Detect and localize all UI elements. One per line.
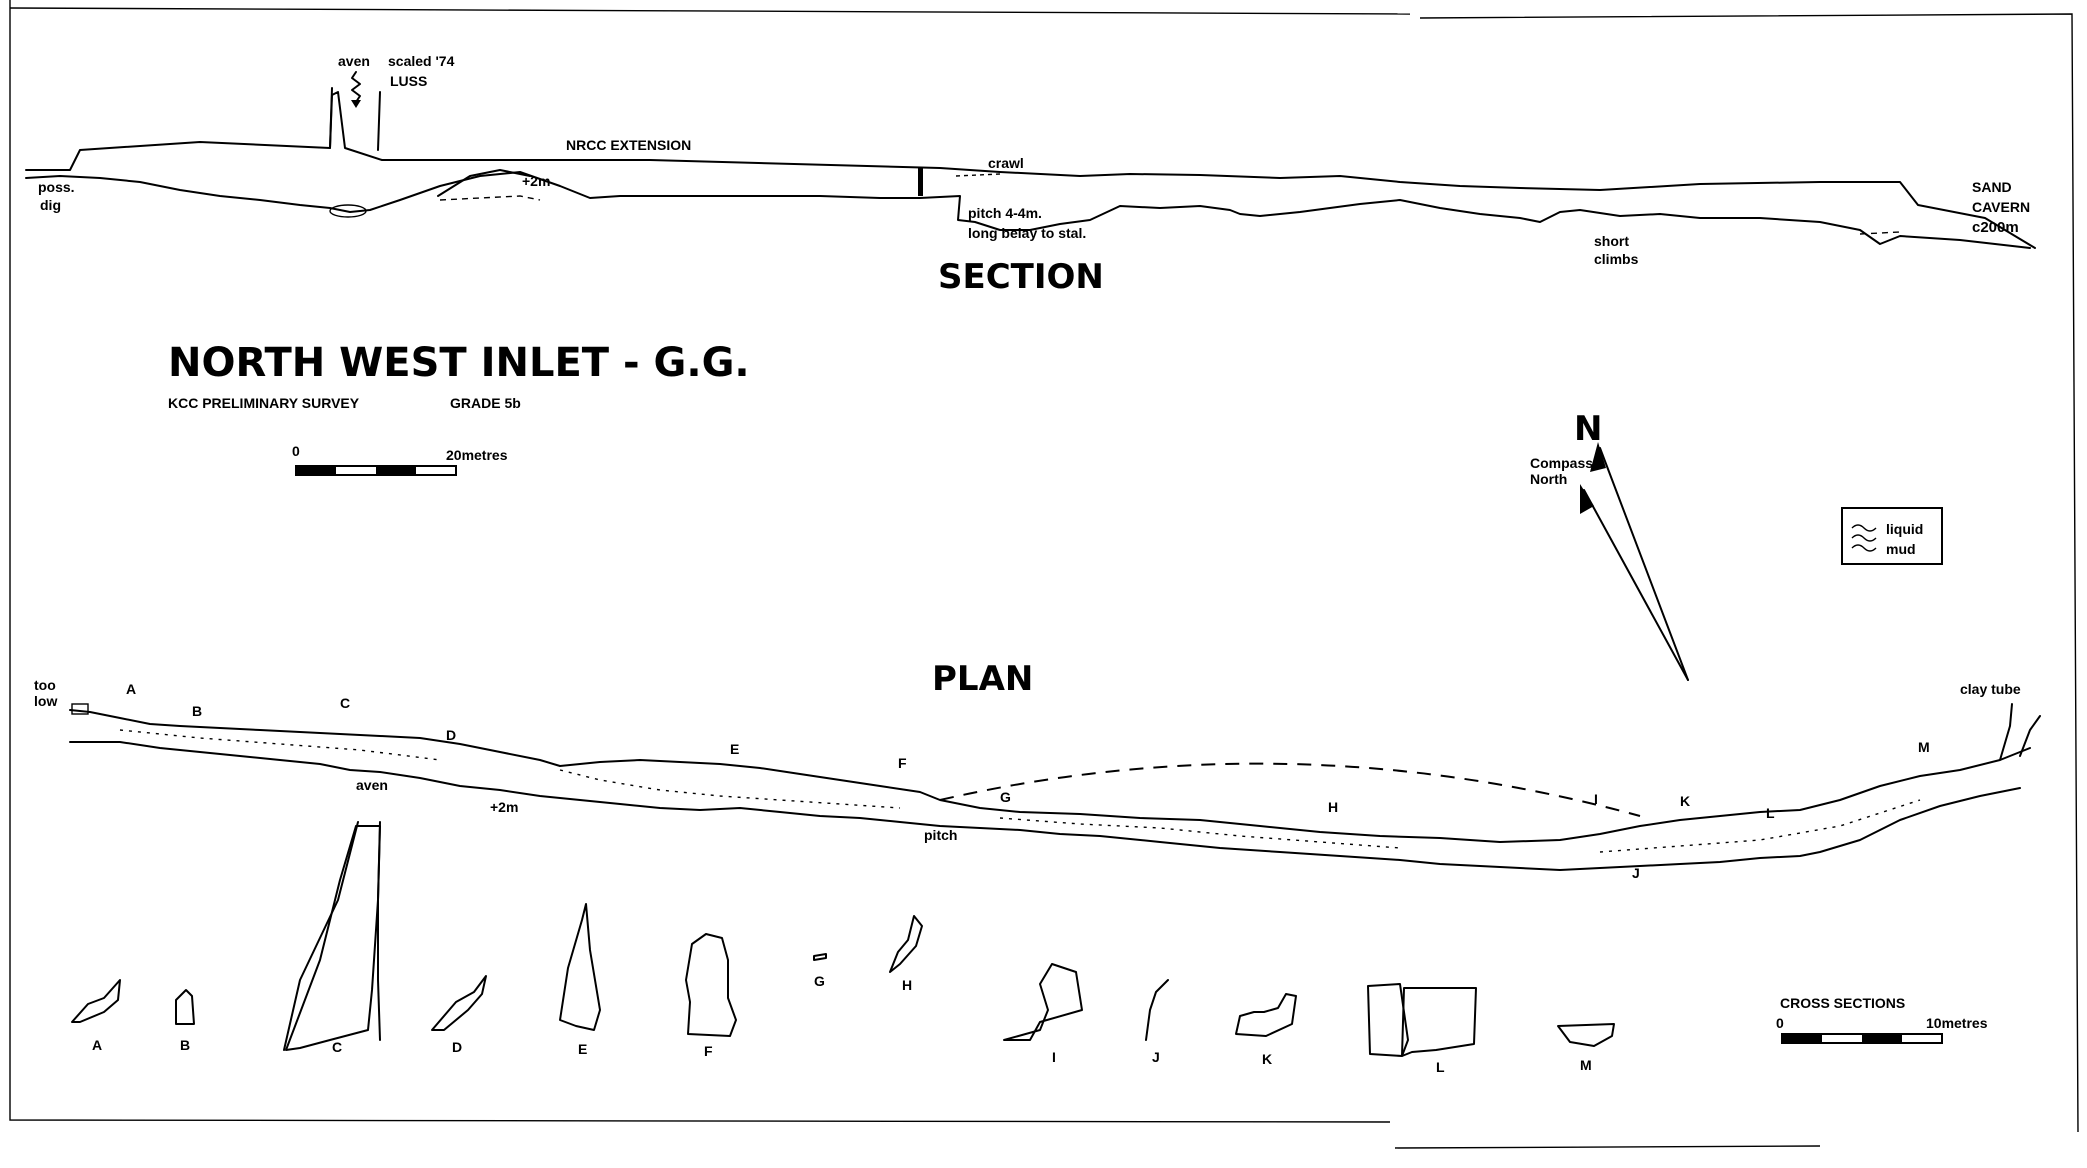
legend-line1: liquid (1886, 521, 1923, 537)
north-letter: N (1574, 409, 1602, 449)
section-label-cavern: CAVERN (1972, 199, 2030, 215)
plan-station-i: I (1594, 791, 1598, 807)
main-scale-end: 20metres (446, 447, 508, 463)
map-grade: GRADE 5b (450, 395, 521, 411)
section-label-pitch: pitch 4-4m. (968, 205, 1042, 221)
plan-station-h: H (1328, 799, 1338, 815)
legend-line2: mud (1886, 541, 1916, 557)
plan-station-d: D (446, 727, 456, 743)
section-labels: aven scaled '74 LUSS NRCC EXTENSION poss… (38, 53, 2030, 297)
compass-north-label-1: Compass (1530, 455, 1593, 471)
map-frame (9, 0, 2079, 1149)
section-profile (25, 71, 2036, 249)
plan-station-e: E (730, 741, 739, 757)
plan-station-g: G (1000, 789, 1011, 805)
plan-station-a: A (126, 681, 136, 697)
xs-label-l: L (1436, 1059, 1445, 1075)
xs-label-c: C (332, 1039, 342, 1055)
section-label-luss: LUSS (390, 73, 427, 89)
xs-scale-end: 10metres (1926, 1015, 1988, 1031)
section-label-crawl: crawl (988, 155, 1024, 171)
plan-station-j: J (1632, 865, 1640, 881)
cross-section-labels: A B C D E F G H I J K L M (92, 973, 1592, 1075)
plan-label-low: low (34, 693, 57, 709)
xs-label-b: B (180, 1037, 190, 1053)
plan-station-b: B (192, 703, 202, 719)
xs-label-e: E (578, 1041, 587, 1057)
legend-box: liquid mud (1841, 507, 1943, 565)
section-label-scaled: scaled '74 (388, 53, 455, 69)
plan-labels: too low aven +2m pitch clay tube PLAN A … (34, 659, 2021, 881)
map-title: NORTH WEST INLET - G.G. (168, 340, 750, 386)
section-heading: SECTION (938, 257, 1104, 297)
map-subtitle: KCC PRELIMINARY SURVEY (168, 395, 360, 411)
plan-station-f: F (898, 755, 907, 771)
main-scale-bar: 0 20metres (292, 443, 508, 476)
section-label-nrcc: NRCC EXTENSION (566, 137, 691, 153)
plan-label-pitch: pitch (924, 827, 957, 843)
plan-station-k: K (1680, 793, 1690, 809)
section-label-aven: aven (338, 53, 370, 69)
north-arrow: N Compass North (1530, 409, 1689, 681)
section-label-short: short (1594, 233, 1629, 249)
plan-label-clay-tube: clay tube (1960, 681, 2021, 697)
xs-label-j: J (1152, 1049, 1160, 1065)
section-label-plus2m: +2m (522, 173, 550, 189)
section-label-c200m: c200m (1972, 219, 2019, 236)
plan-station-c: C (340, 695, 350, 711)
xs-label-f: F (704, 1043, 713, 1059)
plan-heading: PLAN (932, 659, 1033, 699)
section-label-belay: long belay to stal. (968, 225, 1086, 241)
compass-north-label-2: North (1530, 471, 1567, 487)
plan-label-aven: aven (356, 777, 388, 793)
plan-station-l: L (1766, 805, 1775, 821)
title-block: NORTH WEST INLET - G.G. KCC PRELIMINARY … (168, 340, 750, 411)
xs-label-a: A (92, 1037, 102, 1053)
xs-label-h: H (902, 977, 912, 993)
xs-label-d: D (452, 1039, 462, 1055)
section-label-dig: dig (40, 197, 61, 213)
xs-label-m: M (1580, 1057, 1592, 1073)
cross-section-shapes (71, 825, 1615, 1057)
xs-label-i: I (1052, 1049, 1056, 1065)
plan-view (69, 703, 2041, 1051)
main-scale-zero: 0 (292, 443, 300, 459)
plan-label-too: too (34, 677, 56, 693)
cross-section-scale-bar: CROSS SECTIONS 0 10metres (1776, 995, 1988, 1044)
xs-heading: CROSS SECTIONS (1780, 995, 1905, 1011)
xs-scale-zero: 0 (1776, 1015, 1784, 1031)
section-label-sand: SAND (1972, 179, 2012, 195)
xs-label-g: G (814, 973, 825, 989)
section-label-climbs: climbs (1594, 251, 1639, 267)
plan-station-m: M (1918, 739, 1930, 755)
section-label-poss: poss. (38, 179, 75, 195)
xs-label-k: K (1262, 1051, 1272, 1067)
plan-label-plus2m: +2m (490, 799, 518, 815)
